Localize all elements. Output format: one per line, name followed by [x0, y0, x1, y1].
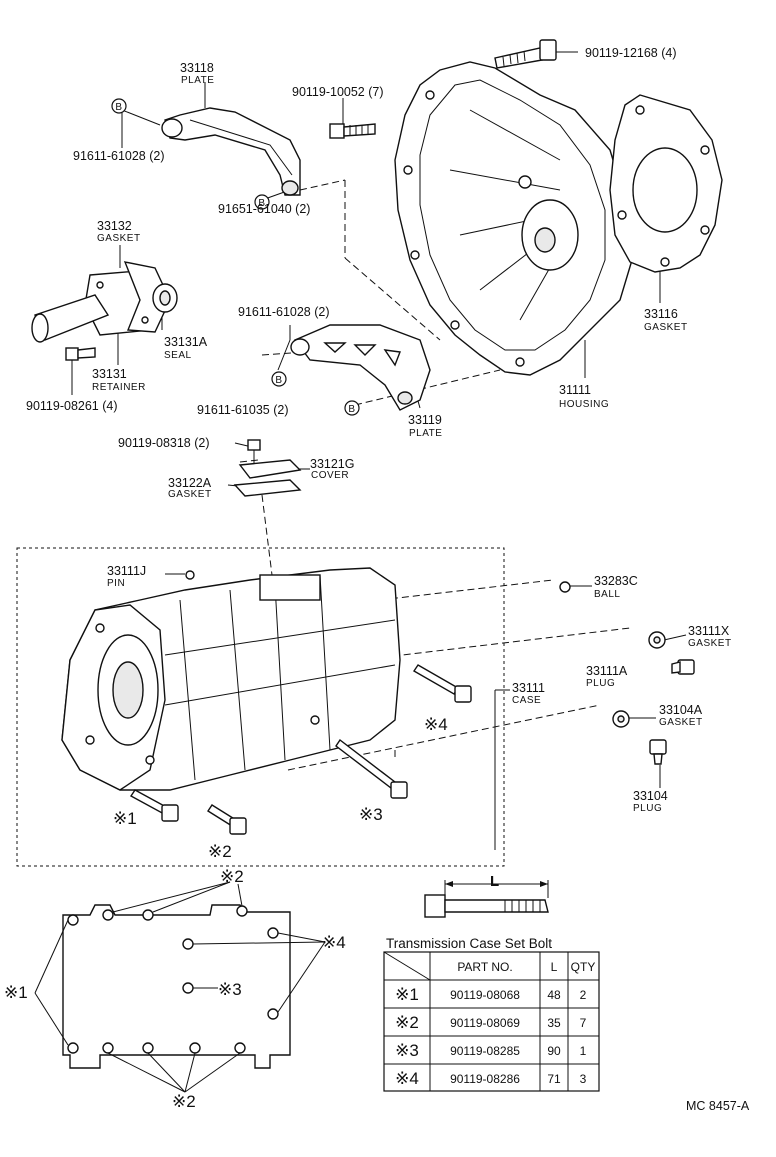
bolt-90119-12168-shape [494, 39, 557, 69]
table-row-2-mark: ※2 [395, 1013, 419, 1032]
table-title: Transmission Case Set Bolt [386, 936, 552, 951]
label-bolt-91611-61028-lower: 91611-61028 (2) [238, 305, 330, 319]
label-housing-name: HOUSING [559, 399, 609, 410]
marker-face-1: ※1 [4, 983, 28, 1002]
table-row-1-qty: 2 [580, 988, 587, 1002]
label-retainer-name: RETAINER [92, 382, 146, 393]
label-cover-name: COVER [311, 470, 349, 481]
marker-face-4: ※4 [322, 933, 346, 952]
label-ball-code: 33283C [594, 574, 638, 588]
svg-text:B: B [348, 404, 355, 415]
case-33111-shape [16, 547, 505, 867]
label-plug-33104-code: 33104 [633, 789, 668, 803]
marker-case-1: ※1 [113, 809, 137, 828]
label-gasket-33122A-code: 33122A [168, 476, 212, 490]
case-face-diagram [34, 881, 326, 1093]
table-header-qty: QTY [571, 960, 596, 974]
label-plate-33118-name: PLATE [181, 75, 214, 86]
gasket-33116-shape [609, 94, 723, 273]
label-bolt-91611-61028-upper: 91611-61028 (2) [73, 149, 165, 163]
label-seal-code: 33131A [164, 335, 208, 349]
table-header-l: L [551, 960, 558, 974]
plate-33119-shape [290, 324, 431, 411]
bolt-badge-lower-left: B [271, 371, 287, 387]
marker-case-4: ※4 [424, 715, 448, 734]
table-row-4-qty: 3 [580, 1072, 587, 1086]
label-gasket-33122A-name: GASKET [168, 489, 212, 500]
label-bolt-90119-10052: 90119-10052 (7) [292, 85, 384, 99]
label-bolt-91611-61035: 91611-61035 (2) [197, 403, 289, 417]
label-gasket-33111X-name: GASKET [688, 638, 732, 649]
retainer-assembly-shape [31, 261, 178, 361]
label-bolt-90119-08318: 90119-08318 (2) [118, 436, 210, 450]
label-pin-name: PIN [107, 578, 125, 589]
pin-ball-shape [185, 570, 571, 593]
table-row-1-length: 48 [547, 988, 561, 1002]
label-plug-33111A-name: PLUG [586, 678, 615, 689]
label-case-code: 33111 [512, 681, 545, 695]
label-gasket-33111X-code: 33111X [688, 624, 730, 638]
bolt-badge-upper-left: B [111, 98, 127, 114]
label-gasket-33116-name: GASKET [644, 322, 688, 333]
case-set-bolts-shape [129, 664, 472, 835]
svg-text:B: B [115, 102, 122, 113]
label-length-symbol: L [490, 873, 499, 890]
label-bolt-90119-08261: 90119-08261 (4) [26, 399, 118, 413]
callout-labels: 33118 PLATE 91611-61028 (2) 90119-10052 … [26, 46, 732, 890]
label-plate-33119-code: 33119 [408, 413, 442, 427]
label-gasket-33104A-code: 33104A [659, 703, 703, 717]
bolt-length-illustration [424, 880, 549, 918]
bolt-90119-10052-shape [329, 123, 376, 139]
label-plug-33111A-code: 33111A [586, 664, 628, 678]
table-row-3-length: 90 [547, 1044, 561, 1058]
label-retainer-code: 33131 [92, 367, 127, 381]
housing-31111-shape [394, 61, 633, 376]
table-row-3-part: 90119-08285 [450, 1044, 520, 1058]
label-seal-name: SEAL [164, 350, 192, 361]
table-row-2-length: 35 [547, 1016, 561, 1030]
label-bolt-91651-61040: 91651-61040 (2) [218, 202, 310, 216]
label-plate-33118-code: 33118 [180, 61, 214, 75]
marker-face-2-bottom: ※2 [172, 1092, 196, 1111]
marker-case-2: ※2 [208, 842, 232, 861]
label-gasket-33132-name: GASKET [97, 233, 141, 244]
svg-text:B: B [275, 375, 282, 386]
table-row-1-part: 90119-08068 [450, 988, 520, 1002]
table-row-4-length: 71 [547, 1072, 561, 1086]
table-row-2-qty: 7 [580, 1016, 587, 1030]
bolt-badge-lower-right: B [344, 400, 360, 416]
label-case-name: CASE [512, 695, 541, 706]
label-pin-code: 33111J [107, 564, 146, 578]
table-row-3-mark: ※3 [395, 1041, 419, 1060]
svg-text:B: B [258, 198, 265, 209]
marker-case-3: ※3 [359, 805, 383, 824]
table-row-1-mark: ※1 [395, 985, 419, 1004]
table-row-2-part: 90119-08069 [450, 1016, 520, 1030]
set-bolt-table: Transmission Case Set Bolt PART NO. L QT… [383, 936, 600, 1092]
bolt-badge-upper-right: B [254, 194, 270, 210]
cover-gasket-shape [233, 439, 302, 497]
table-row-3-qty: 1 [580, 1044, 587, 1058]
label-gasket-33132-code: 33132 [97, 219, 132, 233]
label-gasket-33104A-name: GASKET [659, 717, 703, 728]
label-plate-33119-name: PLATE [409, 428, 442, 439]
table-header-part-no: PART NO. [457, 960, 512, 974]
label-housing-code: 31111 [559, 383, 591, 397]
plate-33118-shape [161, 107, 301, 196]
label-plug-33104-name: PLUG [633, 803, 662, 814]
table-row-4-part: 90119-08286 [450, 1072, 520, 1086]
label-bolt-90119-12168: 90119-12168 (4) [585, 46, 677, 60]
label-ball-name: BALL [594, 589, 620, 600]
drawing-reference: MC 8457-A [686, 1099, 750, 1113]
label-gasket-33116-code: 33116 [644, 307, 678, 321]
marker-face-3: ※3 [218, 980, 242, 999]
label-cover-code: 33121G [310, 457, 354, 471]
bolt-markers: ※1 ※2 ※3 ※4 ※2 ※4 ※3 ※1 ※2 [4, 715, 448, 1111]
marker-face-2-top: ※2 [220, 867, 244, 886]
table-row-4-mark: ※4 [395, 1069, 419, 1088]
side-plugs-shape [612, 631, 695, 765]
